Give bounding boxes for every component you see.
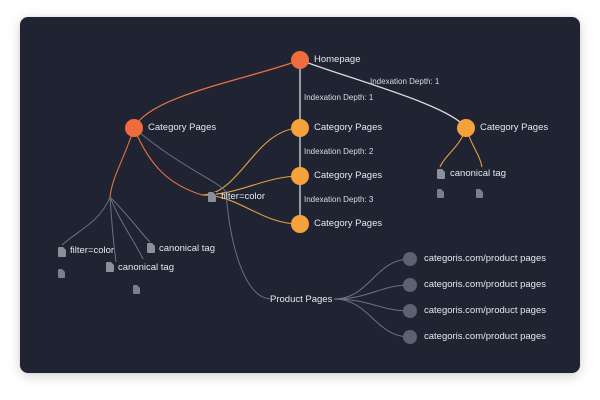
sitemap-diagram-card: Homepage Category Pages Category Pages C… [20,17,580,373]
category-center-2-node[interactable] [291,167,309,185]
category-center-1-label: Category Pages [314,122,383,133]
product-leaf-node-4[interactable] [403,330,417,344]
edge-left-leaf-c [109,196,144,260]
document-icon [437,189,444,198]
category-center-1-node[interactable] [291,119,309,137]
diagram-edges [61,59,483,338]
category-center-3-label: Category Pages [314,218,383,229]
canonical-tag-left-upper-label: canonical tag [159,243,215,254]
category-center-2-label: Category Pages [314,170,383,181]
edge-product-leaf-1 [333,258,411,300]
document-icon [133,285,140,294]
edge-home-category-right [299,59,467,129]
homepage-label: Homepage [314,54,361,65]
document-icon [106,262,114,272]
category-center-3-node[interactable] [291,215,309,233]
filter-color-center-label: filter=color [221,191,266,202]
category-left-node[interactable] [125,119,143,137]
product-pages-label: Product Pages [270,294,333,305]
edge-home-category-left [133,59,301,129]
filter-color-left-label: filter=color [70,245,115,256]
depth-2-label: Indexation Depth: 2 [304,147,374,156]
document-icon [208,192,216,202]
category-right-node[interactable] [457,119,475,137]
product-leaf-label-4: categoris.com/product pages [424,331,546,342]
category-right-label: Category Pages [480,122,549,133]
canonical-tag-left-lower-label: canonical tag [118,262,174,273]
edge-product-leaf-2 [333,284,411,300]
edge-left-product [133,127,271,300]
depth-3-label: Indexation Depth: 3 [304,195,374,204]
product-leaf-node-3[interactable] [403,304,417,318]
product-leaf-label-1: categoris.com/product pages [424,253,546,264]
homepage-node[interactable] [291,51,309,69]
edge-left-down [109,127,135,198]
edge-left-filter [133,127,203,196]
depth-1-right-label: Indexation Depth: 1 [370,77,440,86]
document-icon [476,189,483,198]
document-icon [437,169,445,179]
category-left-label: Category Pages [148,122,217,133]
depth-1-center-label: Indexation Depth: 1 [304,93,374,102]
document-icon [58,247,66,257]
edge-left-leaf-b [109,196,117,263]
product-leaf-label-2: categoris.com/product pages [424,279,546,290]
edge-product-leaf-3 [333,298,411,312]
document-icon [58,269,65,278]
edge-left-leaf-d [109,196,151,243]
product-leaf-label-3: categoris.com/product pages [424,305,546,316]
product-leaf-node-1[interactable] [403,252,417,266]
edge-product-leaf-4 [333,298,411,338]
canonical-tag-right-label: canonical tag [450,168,506,179]
edge-left-leaf-a [61,196,111,246]
edge-filter-center-1 [201,127,301,196]
document-icon [147,243,155,253]
product-leaf-node-2[interactable] [403,278,417,292]
